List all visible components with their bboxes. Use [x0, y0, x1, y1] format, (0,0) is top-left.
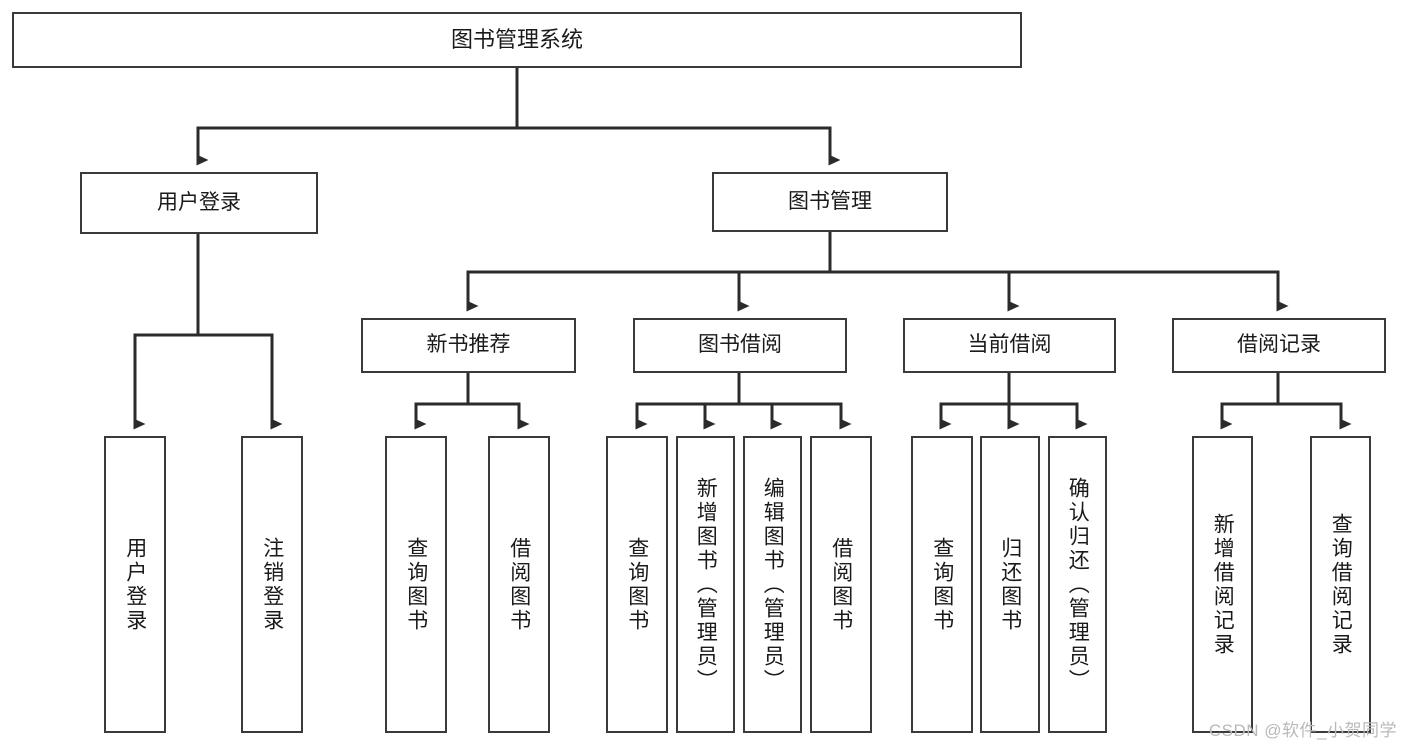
node-label: 归还图书 — [998, 536, 1022, 633]
node-user-login[interactable]: 用户登录 — [80, 172, 318, 234]
node-leaf-add-book-admin[interactable]: 新增图书（管理员） — [676, 436, 735, 733]
node-label: 编辑图书（管理员） — [761, 476, 785, 693]
edges-current-borrow — [939, 371, 1088, 430]
node-leaf-query-book-recommend[interactable]: 查询图书 — [385, 436, 447, 733]
node-leaf-add-borrow-record[interactable]: 新增借阅记录 — [1192, 436, 1253, 733]
node-leaf-confirm-return-admin[interactable]: 确认归还（管理员） — [1048, 436, 1107, 733]
edges-book-borrow — [635, 371, 852, 430]
node-label: 新增图书（管理员） — [694, 476, 718, 693]
node-label: 借阅记录 — [1237, 333, 1321, 357]
node-leaf-logout-login[interactable]: 注销登录 — [241, 436, 303, 733]
node-label: 当前借阅 — [967, 333, 1052, 357]
edges-new-book-recommend — [414, 371, 530, 430]
node-label: 注销登录 — [260, 536, 284, 633]
node-label: 新书推荐 — [426, 333, 511, 357]
node-leaf-edit-book-admin[interactable]: 编辑图书（管理员） — [743, 436, 802, 733]
node-leaf-query-book-borrow[interactable]: 查询图书 — [606, 436, 668, 733]
edges-borrow-record — [1220, 371, 1352, 430]
node-leaf-query-book-current[interactable]: 查询图书 — [911, 436, 973, 733]
node-label: 查询图书 — [625, 536, 649, 633]
node-book-management[interactable]: 图书管理 — [712, 172, 948, 232]
node-label: 图书借阅 — [698, 333, 782, 357]
node-leaf-return-book[interactable]: 归还图书 — [980, 436, 1040, 733]
node-leaf-borrow-book-borrow[interactable]: 借阅图书 — [810, 436, 872, 733]
edges-user-login — [133, 232, 283, 430]
node-leaf-user-login[interactable]: 用户登录 — [104, 436, 166, 733]
node-root-book-management-system[interactable]: 图书管理系统 — [12, 12, 1022, 68]
node-label: 新增借阅记录 — [1211, 512, 1235, 657]
node-label: 用户登录 — [123, 536, 147, 633]
edges-root — [196, 66, 841, 166]
csdn-watermark: CSDN @软件_小贺同学 — [1208, 721, 1397, 740]
node-label: 查询图书 — [404, 536, 428, 633]
node-label: 借阅图书 — [507, 536, 531, 633]
node-label: 图书管理 — [788, 189, 872, 213]
node-book-borrow[interactable]: 图书借阅 — [633, 318, 847, 373]
node-label: 用户登录 — [157, 190, 241, 214]
edges-book-manage — [466, 230, 1289, 312]
node-new-book-recommend[interactable]: 新书推荐 — [361, 318, 576, 373]
node-leaf-query-borrow-record[interactable]: 查询借阅记录 — [1310, 436, 1371, 733]
node-label: 借阅图书 — [829, 536, 853, 633]
node-borrow-record[interactable]: 借阅记录 — [1172, 318, 1386, 373]
node-label: 查询借阅记录 — [1329, 512, 1353, 657]
node-label: 图书管理系统 — [450, 27, 583, 53]
node-label: 确认归还（管理员） — [1066, 476, 1090, 693]
node-leaf-borrow-book-recommend[interactable]: 借阅图书 — [488, 436, 550, 733]
node-current-borrow[interactable]: 当前借阅 — [903, 318, 1116, 373]
node-label: 查询图书 — [930, 536, 954, 633]
